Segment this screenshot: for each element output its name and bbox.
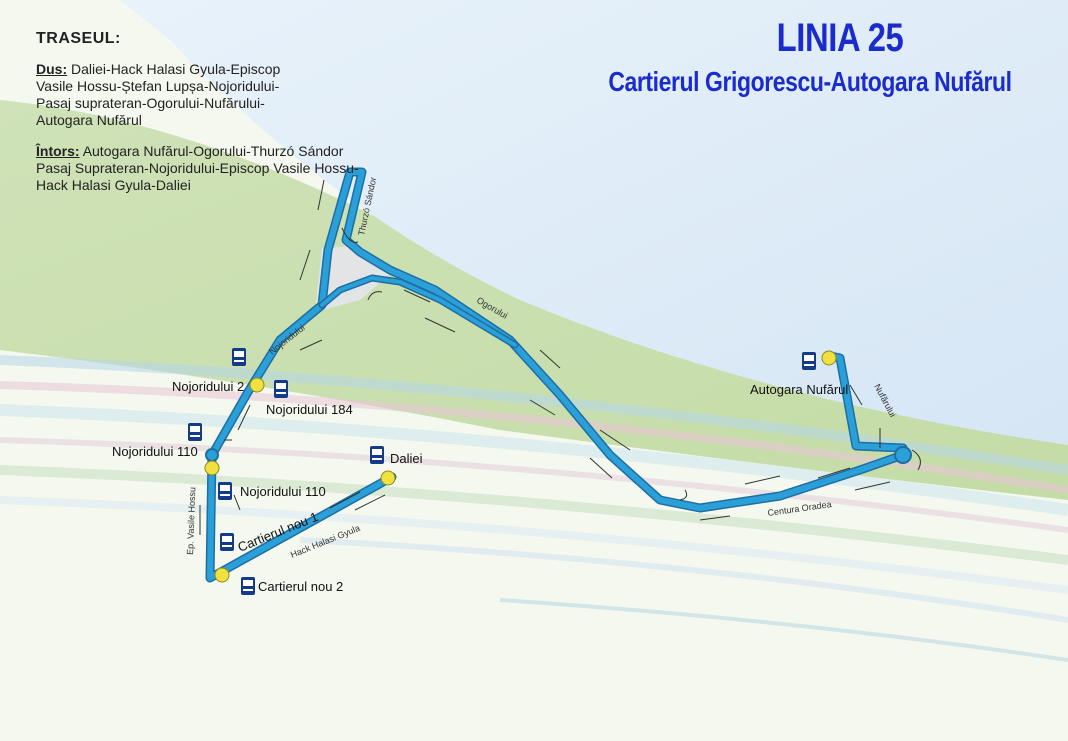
stop-daliei: Daliei: [390, 451, 423, 466]
line-subtitle: Cartierul Grigorescu-Autogara Nufărul: [608, 66, 1012, 97]
bus-stop-icon: [188, 423, 202, 441]
intors-label: Întors:: [36, 143, 80, 159]
bus-stop-icon: [220, 533, 234, 551]
bus-stop-icon: [802, 352, 816, 370]
intors-text: Autogara Nufărul-Ogorului-Thurzó Sándor …: [36, 143, 359, 193]
direction-arrows: [199, 179, 921, 535]
route-heading: TRASEUL:: [36, 30, 121, 47]
bus-stop-icon: [370, 446, 384, 464]
bus-stop-icon: [274, 380, 288, 398]
route-dus: Dus: Daliei-Hack Halasi Gyula-Episcop Va…: [36, 61, 304, 129]
street-ep-vasile-hossu: Ep. Vasile Hossu: [185, 487, 197, 555]
route-description: TRASEUL: Dus: Daliei-Hack Halasi Gyula-E…: [36, 30, 416, 208]
dus-label: Dus:: [36, 61, 68, 77]
stop-cartierul-nou-2: Cartierul nou 2: [258, 579, 344, 594]
bus-stop-icon: [241, 577, 255, 595]
stop-autogara-nufarul: Autogara Nufărul: [750, 382, 849, 397]
bus-stop-icon: [232, 348, 246, 366]
stop-markers: [204, 350, 837, 583]
dus-text: Daliei-Hack Halasi Gyula-Episcop Vasile …: [36, 61, 281, 128]
stop-nojoridului-110-b: Nojoridului 110: [240, 484, 326, 499]
route-intors: Întors: Autogara Nufărul-Ogorului-Thurzó…: [36, 143, 372, 194]
stop-nojoridului-110-a: Nojoridului 110: [112, 444, 198, 459]
stop-nojoridului-2: Nojoridului 2: [172, 379, 245, 394]
route-line: [205, 167, 912, 583]
stop-nojoridului-184: Nojoridului 184: [266, 402, 353, 417]
bus-stop-icon: [218, 482, 232, 500]
line-title: LINIA 25: [776, 16, 904, 60]
